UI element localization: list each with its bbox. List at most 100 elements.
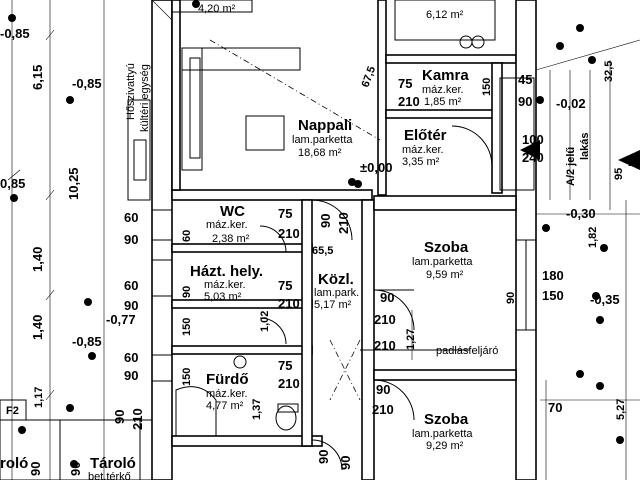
level-9: -0,35 <box>590 292 620 307</box>
apartment-label-1: A/2 jelű <box>565 147 577 186</box>
level-dot-icon <box>556 42 564 50</box>
dim-180: 180 <box>542 268 564 283</box>
kozl-name: Közl. <box>318 271 354 288</box>
dim-117: 1,17 <box>33 387 45 408</box>
dim-60b: 60 <box>124 278 138 293</box>
szoba1-name: Szoba <box>424 239 469 256</box>
level-dot-icon <box>616 436 624 444</box>
level-6: ±0,00 <box>360 160 392 175</box>
wc-area: 2,38 m² <box>212 233 250 245</box>
furdo-name: Fürdő <box>206 371 249 388</box>
dim-wc-75: 75 <box>278 206 292 221</box>
nappali-area: 18,68 m² <box>298 147 342 159</box>
level-dot-icon <box>66 96 74 104</box>
top-right-area: 6,12 m² <box>426 9 464 21</box>
dim-fu-75: 75 <box>278 358 292 373</box>
tarolo2-name: roló <box>0 455 28 472</box>
level-dot-icon <box>576 24 584 32</box>
level-labels: -0,85 -0,85 0,85 -0,77 -0,85 ±0,00 -0,02… <box>0 26 620 349</box>
dimension-labels: 6,15 10,25 1,40 1,40 1,17 67,5 75 210 15… <box>28 61 627 476</box>
kozl-area: 5,17 m² <box>314 299 352 311</box>
dim-150b: 150 <box>181 318 193 336</box>
dim-90n: 90 <box>316 450 331 464</box>
level-dot-icon <box>348 178 356 186</box>
dim-150d: 150 <box>542 288 564 303</box>
dim-90j: 90 <box>376 382 390 397</box>
furdo-area: 4,77 m² <box>206 400 244 412</box>
level-dot-icon <box>192 0 200 8</box>
dim-60d: 60 <box>181 230 193 242</box>
haztartasi-area: 5,03 m² <box>204 291 242 303</box>
level-2: -0,85 <box>0 26 30 41</box>
haztartasi-name: Házt. hely. <box>190 263 263 280</box>
level-8: -0,30 <box>566 206 596 221</box>
dim-1025: 10,25 <box>66 167 81 200</box>
level-dot-icon <box>536 96 544 104</box>
dim-210c: 210 <box>336 212 351 234</box>
top-left-area: 4,20 m² <box>198 3 236 15</box>
eloter-floor: máz.ker. <box>402 144 444 156</box>
f2-label: F2 <box>6 405 19 417</box>
dim-140a: 1,40 <box>30 247 45 272</box>
dim-60a: 60 <box>124 210 138 225</box>
dim-90h: 90 <box>380 290 394 305</box>
level-dot-icon <box>70 460 78 468</box>
left-dimension-lines <box>7 0 105 480</box>
nappali-floor: lam.parketta <box>292 134 353 146</box>
kozl-floor: lam.park. <box>314 287 359 299</box>
dim-90o: 90 <box>338 456 353 470</box>
szoba2-name: Szoba <box>424 411 469 428</box>
kamra-floor: máz.ker. <box>422 84 464 96</box>
dim-90m: 90 <box>68 462 83 476</box>
tarolo1-floor: bet.térkő <box>88 471 131 480</box>
dim-kamra-150: 150 <box>481 78 493 96</box>
level-dot-icon <box>596 382 604 390</box>
haztartasi-floor: máz.ker. <box>204 279 246 291</box>
dim-90k: 90 <box>112 410 127 424</box>
nappali-furniture <box>181 39 381 171</box>
szoba2-floor: lam.parketta <box>412 428 473 440</box>
dim-240: 240 <box>522 150 544 165</box>
dim-kamra-75: 75 <box>398 76 412 91</box>
eloter-area: 3,35 m² <box>402 156 440 168</box>
szoba1-floor: lam.parketta <box>412 256 473 268</box>
level-dot-icon <box>10 194 18 202</box>
attic-access-label: padlásfeljáró <box>436 345 498 357</box>
dim-127: 1,27 <box>405 329 417 350</box>
dim-615: 6,15 <box>30 65 45 90</box>
level-dot-icon <box>84 298 92 306</box>
dim-90b: 90 <box>124 232 138 247</box>
level-dot-icon <box>8 14 16 22</box>
level-markers <box>8 0 624 468</box>
dim-90c: 90 <box>124 298 138 313</box>
level-dot-icon <box>88 352 96 360</box>
tarolo1-name: Tároló <box>90 455 136 472</box>
level-dot-icon <box>588 56 596 64</box>
dim-fu-210: 210 <box>278 376 300 391</box>
walls <box>151 0 537 480</box>
level-7: -0,02 <box>556 96 586 111</box>
level-dot-icon <box>66 404 74 412</box>
dim-655: 65,5 <box>312 245 333 257</box>
dim-102: 1,02 <box>259 311 271 332</box>
wc-floor: máz.ker. <box>206 219 248 231</box>
bathroom-fixtures <box>175 355 299 437</box>
dim-90a: 90 <box>518 94 532 109</box>
level-4: -0,77 <box>106 312 136 327</box>
dim-wc-210: 210 <box>278 226 300 241</box>
dim-hh-75: 75 <box>278 278 292 293</box>
dim-325: 32,5 <box>603 61 615 82</box>
level-1: -0,85 <box>72 76 102 91</box>
level-5: -0,85 <box>72 334 102 349</box>
attic-access <box>329 310 470 401</box>
dim-hh-210: 210 <box>278 296 300 311</box>
nappali-name: Nappali <box>298 117 352 134</box>
dim-kamra-210: 210 <box>398 94 420 109</box>
level-3: 0,85 <box>0 176 25 191</box>
kamra-name: Kamra <box>422 67 469 84</box>
eloter-name: Előtér <box>404 127 447 144</box>
dim-90e: 90 <box>181 286 193 298</box>
dim-90f: 90 <box>318 214 333 228</box>
